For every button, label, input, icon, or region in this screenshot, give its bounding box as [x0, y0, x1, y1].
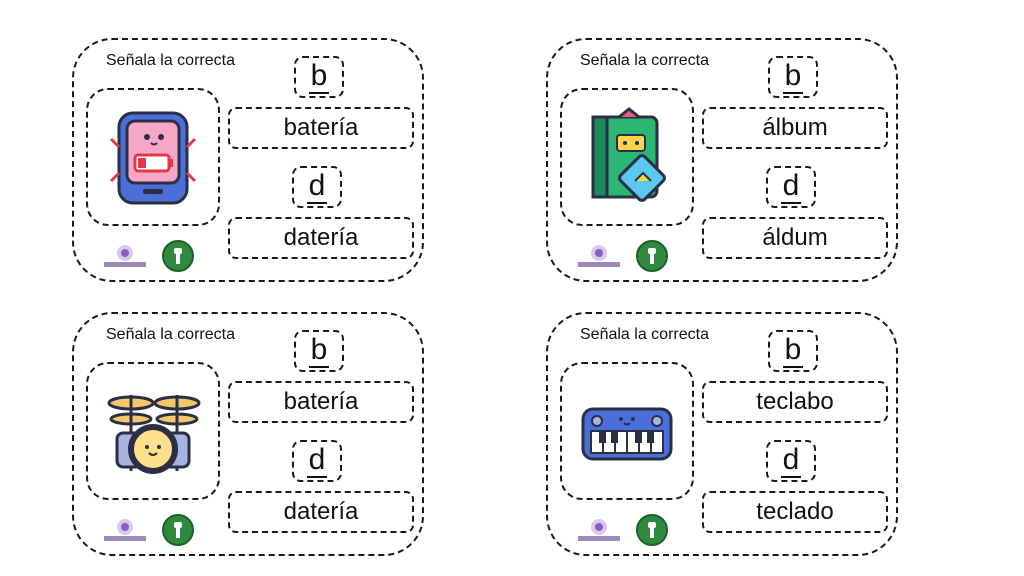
keyboard-piano-icon	[581, 407, 673, 461]
option-2-box[interactable]: datería	[228, 217, 414, 259]
letter-d: d	[780, 168, 802, 204]
letter-b-box: b	[294, 330, 344, 372]
letter-b: b	[308, 332, 330, 368]
drum-kit-icon	[107, 395, 201, 474]
option-1-box[interactable]: batería	[228, 381, 414, 423]
green-circle-logo-icon	[636, 514, 668, 546]
option-1-box[interactable]: teclabo	[702, 381, 888, 423]
green-circle-logo-icon	[162, 240, 194, 272]
letter-b-box: b	[294, 56, 344, 98]
card-prompt: Señala la correcta	[580, 52, 709, 69]
option-2-box[interactable]: áldum	[702, 217, 888, 259]
option-2-box[interactable]: datería	[228, 491, 414, 533]
green-circle-logo-icon	[636, 240, 668, 272]
letter-b: b	[782, 332, 804, 368]
letter-d: d	[306, 168, 328, 204]
letter-b: b	[308, 58, 330, 94]
letter-d: d	[780, 442, 802, 478]
letter-d-box: d	[766, 166, 816, 208]
letter-d-box: d	[766, 440, 816, 482]
letter-b: b	[782, 58, 804, 94]
picture-frame	[560, 88, 694, 226]
card-prompt: Señala la correcta	[106, 52, 235, 69]
exercise-card-2: Señala la correcta b álbum d áldum	[546, 38, 898, 282]
photo-album-icon	[591, 107, 666, 202]
letter-d-box: d	[292, 166, 342, 208]
orientamedia-logo-icon	[578, 245, 620, 267]
option-1-box[interactable]: batería	[228, 107, 414, 149]
picture-frame	[560, 362, 694, 500]
card-prompt: Señala la correcta	[580, 326, 709, 343]
letter-d-box: d	[292, 440, 342, 482]
orientamedia-logo-icon	[578, 519, 620, 541]
exercise-card-4: Señala la correcta b teclabo d teclado	[546, 312, 898, 556]
letter-b-box: b	[768, 330, 818, 372]
green-circle-logo-icon	[162, 514, 194, 546]
option-1-box[interactable]: álbum	[702, 107, 888, 149]
orientamedia-logo-icon	[104, 519, 146, 541]
letter-b-box: b	[768, 56, 818, 98]
picture-frame	[86, 362, 220, 500]
card-prompt: Señala la correcta	[106, 326, 235, 343]
exercise-card-3: Señala la correcta b batería d datería	[72, 312, 424, 556]
picture-frame	[86, 88, 220, 226]
option-2-box[interactable]: teclado	[702, 491, 888, 533]
battery-phone-icon	[109, 111, 197, 205]
letter-d: d	[306, 442, 328, 478]
exercise-card-1: Señala la correcta b batería d datería	[72, 38, 424, 282]
orientamedia-logo-icon	[104, 245, 146, 267]
